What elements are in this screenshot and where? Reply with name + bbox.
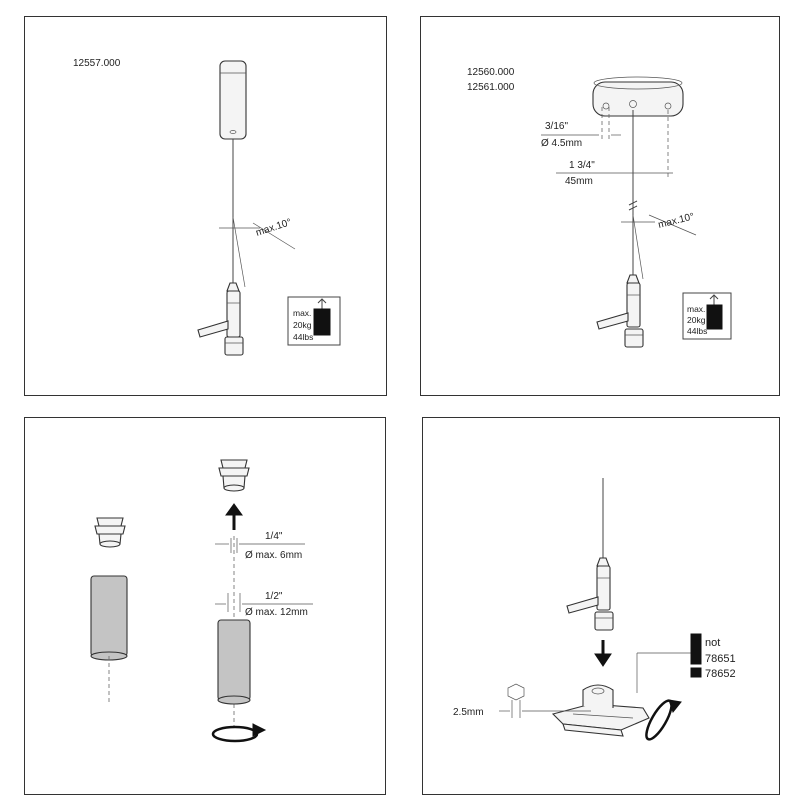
hex-key-icon (507, 683, 525, 701)
ceiling-canopy (592, 76, 684, 117)
hex-key-dimension (499, 683, 591, 718)
weight-icon (313, 308, 331, 336)
hex-key-size: 2.5mm (453, 707, 484, 718)
track-adapter-drawing: not 78651 78652 2.5mm (453, 478, 736, 741)
panel-single-pendant: 12557.000 max.10° max. 20kg 44lbs (24, 16, 387, 396)
spacing-dimension (556, 110, 673, 217)
panel-double-pendant: 12560.000 12561.000 3/16" Ø 4.5mm 1 3/4"… (420, 16, 780, 396)
cable-gripper (596, 274, 644, 348)
warning-box: not 78651 78652 (636, 633, 736, 693)
small-diameter-imperial: 1/4" (265, 531, 283, 542)
cable-diameter-drawing: 1/4" Ø max. 6mm 1/2" Ø max. 12mm (90, 459, 313, 743)
small-diameter-dimension (215, 536, 305, 728)
large-diameter-metric: Ø max. 12mm (245, 607, 308, 618)
rotate-arrow-icon (645, 699, 682, 741)
weight-icon (706, 304, 723, 330)
warning-part-2: 78652 (705, 668, 736, 680)
part-number-2: 12561.000 (467, 82, 515, 93)
small-diameter-metric: Ø max. 6mm (245, 550, 302, 561)
down-arrow-icon (594, 640, 612, 667)
up-arrow-icon (225, 503, 243, 530)
load-kg: 20kg (293, 320, 312, 330)
panel-track-adapter: not 78651 78652 2.5mm (422, 417, 780, 795)
hole-dimension (541, 107, 621, 139)
panel-cable-diameter: 1/4" Ø max. 6mm 1/2" Ø max. 12mm (24, 417, 386, 795)
ceiling-canopy (219, 60, 247, 140)
double-pendant-drawing: 12560.000 12561.000 3/16" Ø 4.5mm 1 3/4"… (467, 67, 732, 348)
angle-indicator (621, 214, 697, 280)
load-lbs: 44lbs (687, 326, 707, 336)
part-number-1: 12560.000 (467, 67, 515, 78)
cable-break-mark (628, 200, 638, 211)
large-diameter-dimension (215, 593, 313, 612)
right-sleeve (217, 619, 251, 705)
max-load-box: max. 20kg 44lbs (287, 296, 341, 346)
exclamation-icon (690, 633, 702, 665)
right-cap (218, 459, 250, 492)
load-label: max. (293, 308, 311, 318)
angle-indicator (219, 216, 296, 288)
warning-not: not (705, 637, 720, 649)
load-kg: 20kg (687, 315, 706, 325)
load-lbs: 44lbs (293, 332, 313, 342)
max-load-box: max. 20kg 44lbs (682, 292, 732, 340)
left-sleeve (90, 575, 128, 661)
hole-metric: Ø 4.5mm (541, 138, 582, 149)
spacing-metric: 45mm (565, 176, 593, 187)
rotate-arrow-icon (211, 723, 267, 743)
left-cap (94, 517, 126, 548)
track-adapter (551, 684, 650, 737)
cable-gripper (197, 282, 244, 356)
angle-label: max.10° (657, 211, 695, 231)
cable-gripper (566, 557, 614, 631)
spacing-imperial: 1 3/4" (569, 160, 595, 171)
warning-part-1: 78651 (705, 653, 736, 665)
single-pendant-drawing: 12557.000 max.10° max. 20kg 44lbs (73, 58, 341, 356)
hole-imperial: 3/16" (545, 121, 568, 132)
large-diameter-imperial: 1/2" (265, 591, 283, 602)
load-label: max. (687, 304, 705, 314)
part-number: 12557.000 (73, 58, 121, 69)
